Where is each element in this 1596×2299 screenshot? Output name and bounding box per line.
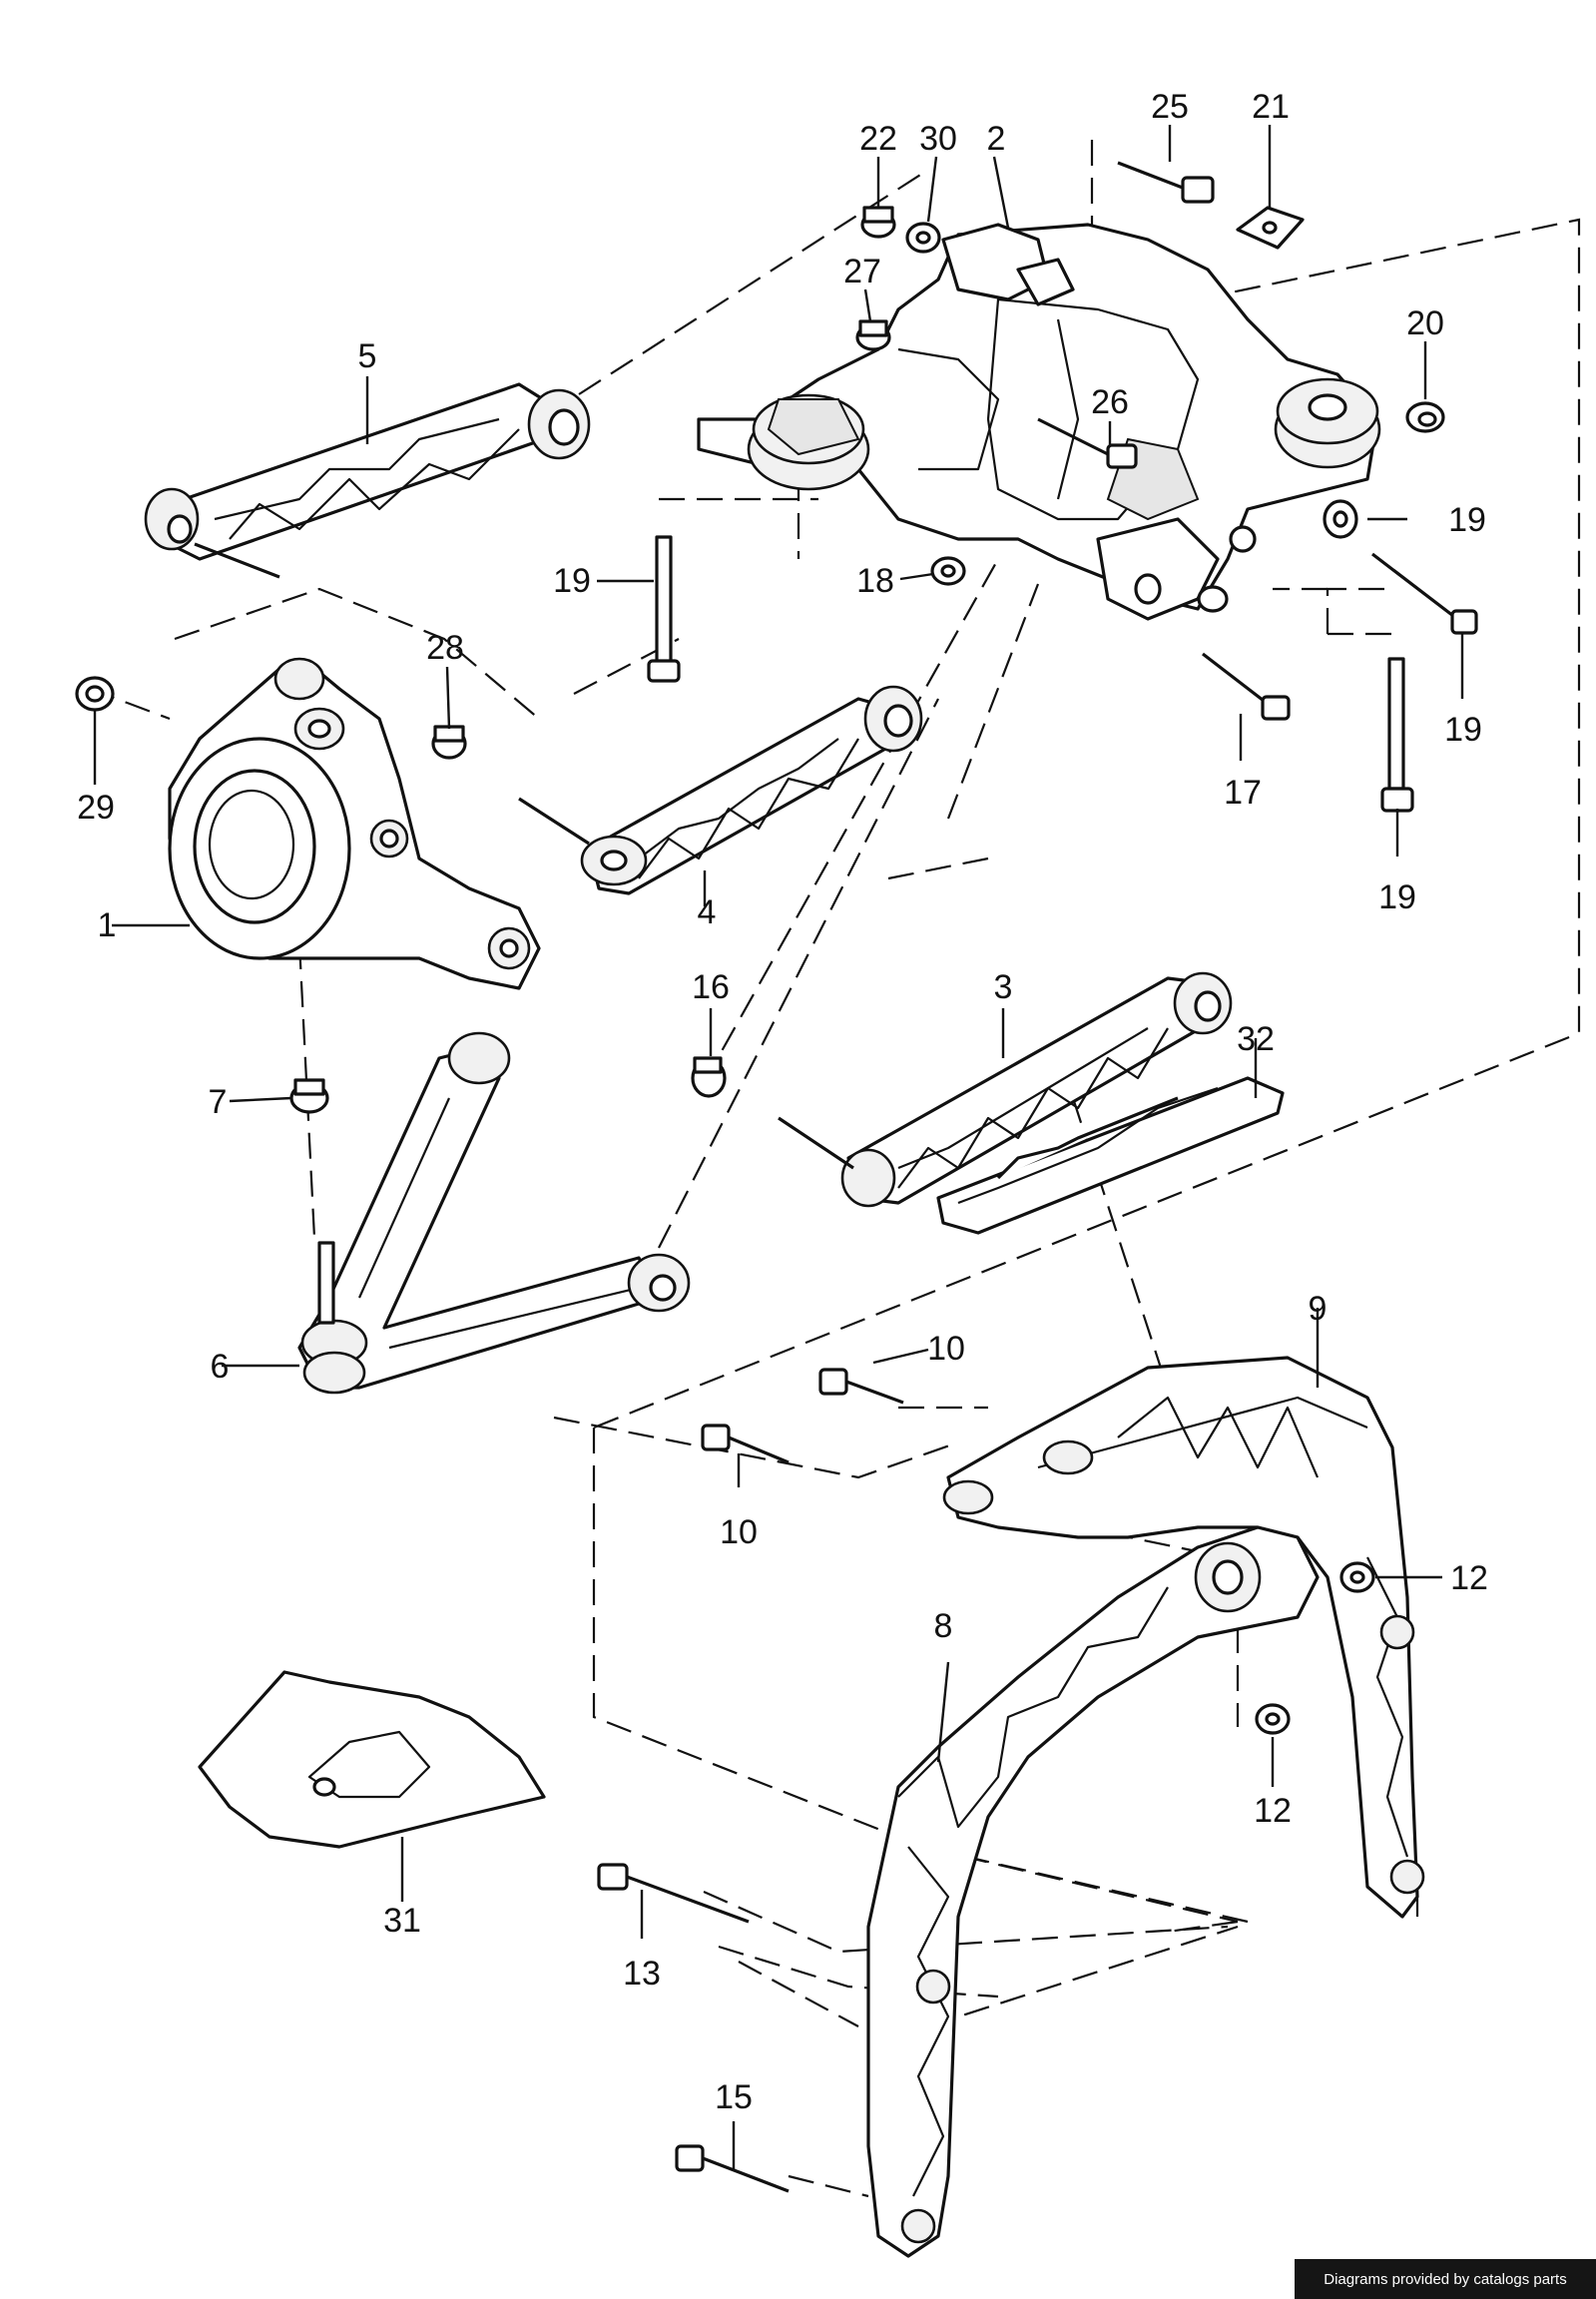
part-29-nut <box>75 676 115 712</box>
callout-10-left: 10 <box>720 1513 758 1551</box>
part-18-nut <box>930 556 966 586</box>
diagram-credit: Diagrams provided by catalogs parts <box>1295 2259 1596 2299</box>
part-2-subframe <box>697 223 1381 621</box>
callout-20: 19 <box>1444 711 1482 749</box>
part-23-clip <box>1236 206 1305 250</box>
part-19-bolt-upper <box>647 535 681 683</box>
part-28-nut <box>431 725 467 760</box>
callout-32: 32 <box>1237 1020 1275 1058</box>
callout-4: 4 <box>698 893 717 931</box>
callout-1: 1 <box>98 906 117 944</box>
callout-22: 20 <box>1406 304 1444 342</box>
callout-26: 26 <box>1091 383 1129 421</box>
callout-10-top: 10 <box>927 1330 965 1368</box>
part-8-brace <box>866 1525 1320 2258</box>
leader-lines <box>93 125 1464 2171</box>
callout-25: 25 <box>1151 88 1189 126</box>
part-9-brace <box>942 1356 1425 1919</box>
part-19-bolt-right <box>1380 657 1414 813</box>
part-26-bolt <box>1037 417 1138 469</box>
part-10-bolt-left <box>701 1424 790 1464</box>
part-10-bolt-top <box>818 1368 904 1405</box>
callout-19-upper: 19 <box>553 562 591 600</box>
callout-15: 15 <box>715 2078 753 2116</box>
callout-18: 18 <box>856 562 894 600</box>
callout-9: 9 <box>1309 1290 1328 1328</box>
part-30-washer <box>905 222 941 254</box>
callout-30: 30 <box>919 120 957 158</box>
callout-28: 28 <box>426 629 464 667</box>
callout-21: 19 <box>1448 501 1486 539</box>
callout-12-lower: 12 <box>1254 1792 1292 1830</box>
callout-19-right: 19 <box>1378 878 1416 916</box>
part-12-nut-lower <box>1255 1703 1291 1735</box>
callout-12-right: 12 <box>1450 1559 1488 1597</box>
callout-13: 13 <box>623 1955 661 1993</box>
fasteners <box>75 161 1478 2193</box>
part-32-shield <box>936 1076 1285 1235</box>
part-4-control-arm <box>518 685 923 895</box>
part-15-bolt <box>675 2144 790 2193</box>
callout-24: 22 <box>859 120 897 158</box>
part-12-nut-right <box>1339 1561 1375 1593</box>
part-22-nut <box>1405 401 1445 433</box>
callout-5: 5 <box>358 337 377 375</box>
part-7-nut <box>289 1078 329 1114</box>
callout-17: 17 <box>1224 774 1262 812</box>
part-6-wishbone <box>297 1031 691 1395</box>
part-16-nut <box>691 1056 727 1098</box>
part-31-cover <box>198 1670 546 1849</box>
part-1-wheel-carrier <box>168 657 541 990</box>
part-27-nut <box>855 319 891 351</box>
callout-31: 31 <box>383 1902 421 1940</box>
callout-labels: 22 30 2 25 21 27 20 5 26 19 19 18 28 19 … <box>77 88 1488 2116</box>
part-24-nut <box>860 206 896 239</box>
part-5-control-arm <box>144 382 591 579</box>
part-25-bolt <box>1117 161 1215 204</box>
callout-29: 29 <box>77 789 115 827</box>
callout-6: 6 <box>211 1348 230 1386</box>
callout-2: 2 <box>987 120 1006 158</box>
callout-7: 7 <box>209 1083 228 1121</box>
part-3-control-arm <box>778 971 1233 1208</box>
callout-8: 8 <box>934 1607 953 1645</box>
part-13-bolt <box>597 1863 750 1924</box>
callout-3: 3 <box>994 968 1013 1006</box>
callout-27: 27 <box>843 253 881 290</box>
part-20-bolt <box>1371 552 1478 635</box>
part-17-bolt <box>1202 652 1291 721</box>
callout-16: 16 <box>692 968 730 1006</box>
part-21-washer <box>1323 499 1358 539</box>
callout-23: 21 <box>1252 88 1290 126</box>
